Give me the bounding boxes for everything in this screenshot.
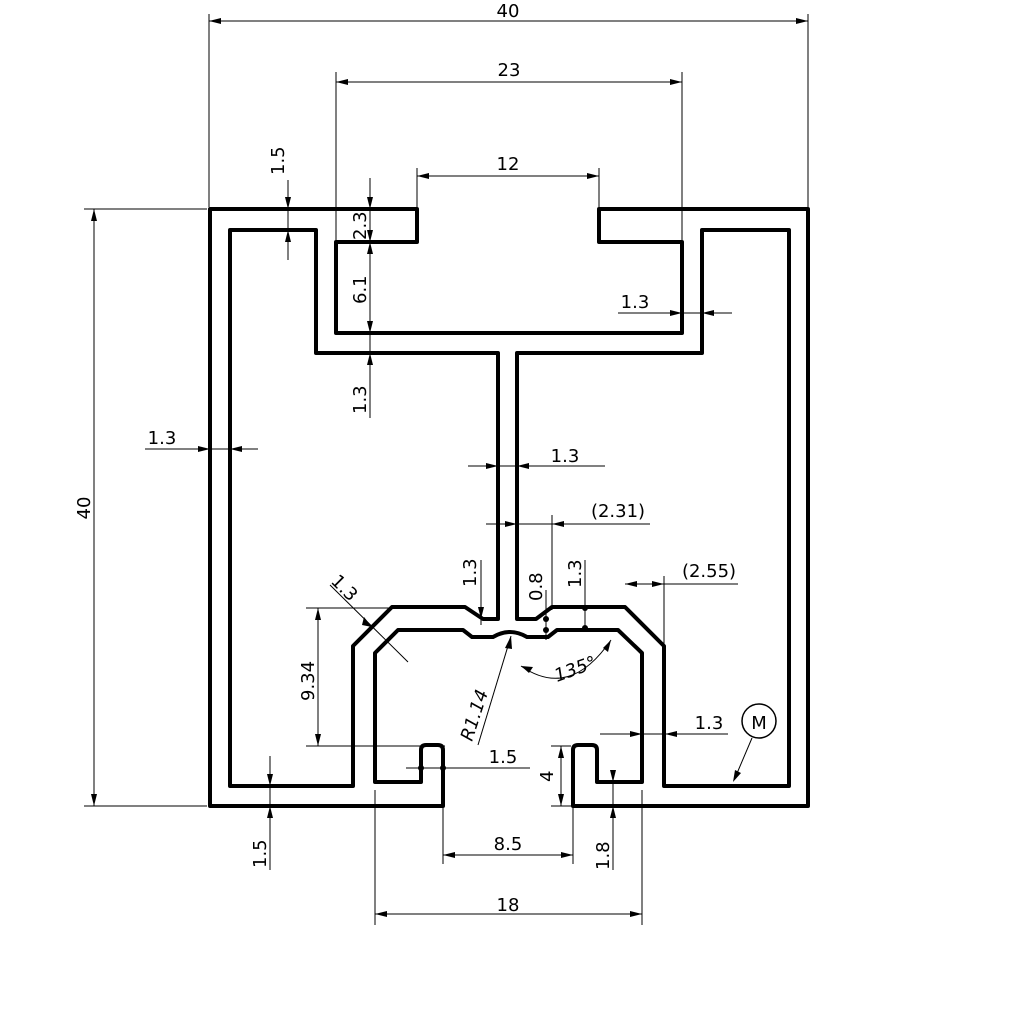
dim-top-outer-span: 23: [335, 60, 683, 240]
dim-channel-depth: 6.1: [350, 242, 373, 333]
dim-top-lip-height: 2.3: [350, 178, 373, 242]
dim-overall-height: 40: [74, 208, 207, 807]
svg-text:2.3: 2.3: [350, 211, 371, 240]
outer-wall: [208, 207, 810, 808]
svg-text:1.3: 1.3: [350, 385, 371, 414]
dim-outer-wall-left: 1.3: [145, 428, 258, 452]
dim-web-thickness: 1.3: [468, 446, 605, 469]
dim-top-slot-opening: 12: [416, 154, 600, 207]
dim-chamfer-wall: 1.3: [326, 571, 409, 663]
svg-text:(2.31): (2.31): [591, 501, 645, 522]
marker-m: M: [724, 703, 777, 788]
dim-slot-opening: 8.5: [442, 808, 574, 864]
svg-text:1.3: 1.3: [621, 292, 650, 313]
svg-text:1.5: 1.5: [250, 839, 271, 868]
svg-text:9.34: 9.34: [298, 661, 319, 701]
inner-right-chamber: [515, 228, 791, 788]
dim-top-flange-thickness: 1.5: [268, 146, 291, 260]
svg-text:1.3: 1.3: [565, 559, 586, 588]
dim-bottom-span: 18: [374, 790, 643, 925]
svg-text:135°: 135°: [552, 652, 600, 687]
svg-text:1.3: 1.3: [460, 558, 481, 587]
dim-right-wall: 1.3: [600, 713, 728, 737]
dim-lip-height: 4: [537, 745, 571, 807]
svg-text:(2.55): (2.55): [682, 561, 736, 582]
svg-text:1.5: 1.5: [268, 146, 289, 175]
dim-web-offset: (2.31): [486, 501, 650, 610]
svg-text:40: 40: [497, 1, 520, 22]
svg-text:6.1: 6.1: [350, 275, 371, 304]
dim-groove-depth: 0.8: [526, 572, 549, 640]
svg-text:0.8: 0.8: [526, 572, 547, 601]
inner-left-chamber: [228, 228, 500, 788]
svg-text:1.5: 1.5: [489, 747, 518, 768]
dim-channel-floor: 1.3: [350, 333, 373, 418]
dim-lower-lip-right: 1.3: [565, 559, 588, 631]
dim-overall-width: 40: [208, 1, 809, 207]
svg-text:12: 12: [497, 154, 520, 175]
svg-text:18: 18: [497, 895, 520, 916]
dim-lower-chamber-height: 9.34: [298, 607, 445, 747]
svg-text:1.3: 1.3: [326, 571, 361, 606]
dim-groove-radius: R1.14: [457, 635, 512, 746]
svg-text:8.5: 8.5: [494, 834, 523, 855]
dim-chamfer-angle: 135°: [520, 639, 612, 687]
svg-text:1.8: 1.8: [593, 841, 614, 870]
dim-lip-width: 1.5: [406, 747, 530, 771]
svg-text:40: 40: [74, 497, 95, 520]
svg-text:R1.14: R1.14: [457, 687, 493, 744]
dim-channel-wall-right: 1.3: [618, 292, 732, 316]
svg-text:1.3: 1.3: [695, 713, 724, 734]
svg-text:M: M: [751, 713, 767, 734]
dim-lip-right-thickness: 1.8: [593, 770, 616, 870]
svg-text:4: 4: [537, 771, 558, 782]
svg-text:23: 23: [498, 60, 521, 81]
svg-text:1.3: 1.3: [148, 428, 177, 449]
dim-foot-thickness: 1.5: [250, 756, 273, 870]
svg-text:1.3: 1.3: [551, 446, 580, 467]
dim-right-offset: (2.55): [625, 561, 738, 646]
dim-lower-lip-left: 1.3: [460, 558, 484, 625]
